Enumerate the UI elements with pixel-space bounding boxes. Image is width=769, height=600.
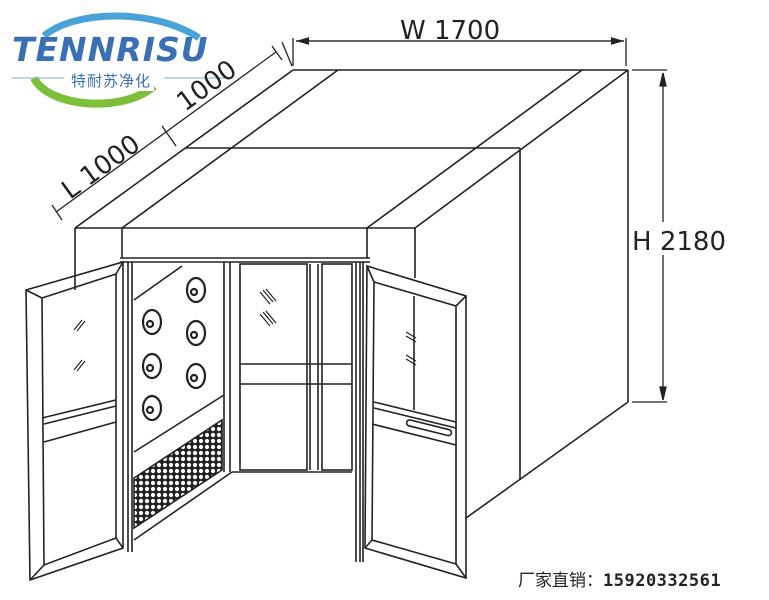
left-door: [25, 260, 124, 582]
air-nozzles: [141, 276, 207, 422]
height-dimension-label: H 2180: [632, 227, 726, 257]
top-face: [74, 69, 629, 229]
brand-name: TENNRISU: [12, 30, 209, 69]
contact-phone: 15920332561: [603, 571, 722, 591]
front-header: [74, 228, 416, 290]
door-frame-posts: [355, 262, 364, 562]
dimension-height: [632, 69, 667, 403]
width-dimension-label: W 1700: [400, 16, 500, 46]
inner-back-doors: [232, 263, 353, 473]
right-side-face: [465, 70, 629, 519]
contact-line: 厂家直销：15920332561: [518, 566, 721, 591]
interior-left-wall: [127, 262, 233, 552]
dimension-width: [292, 37, 627, 66]
logo-swoosh-icon: [12, 12, 229, 108]
length-dimension-label-1: L 1000: [56, 129, 146, 206]
right-door: [364, 264, 467, 580]
length-dimension-label-2: 1000: [171, 54, 242, 117]
brand-subtitle: 特耐苏净化: [68, 70, 155, 91]
dimension-length: [51, 41, 293, 221]
brand-logo: TENNRISU 特耐苏净化: [4, 8, 234, 108]
contact-label: 厂家直销：: [518, 571, 603, 591]
